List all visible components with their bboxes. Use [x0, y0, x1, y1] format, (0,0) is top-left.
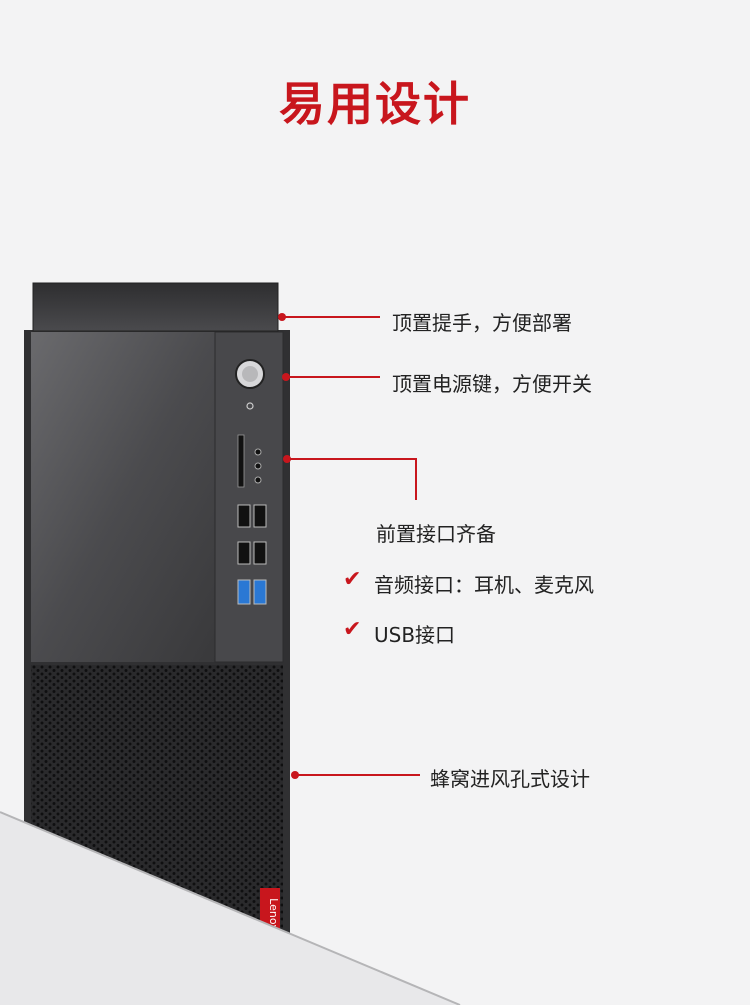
power-button-inner	[242, 366, 258, 382]
top-handle	[32, 282, 279, 332]
audio-jack-icon	[254, 476, 262, 484]
page-title: 易用设计	[279, 77, 471, 131]
check-icon: ✔	[343, 567, 362, 592]
callout-usb: USB接口	[374, 623, 456, 647]
callout-ports: 前置接口齐备	[376, 522, 496, 546]
microphone-jack-icon	[254, 462, 262, 470]
floor-edge	[0, 811, 461, 1005]
front-panel	[31, 332, 215, 662]
callout-power: 顶置电源键，方便开关	[392, 372, 592, 396]
callout-audio: 音频接口：耳机、麦克风	[374, 573, 594, 597]
callout-handle: 顶置提手，方便部署	[392, 311, 572, 335]
headphone-jack-icon	[254, 448, 262, 456]
callout-dots	[278, 313, 299, 779]
check-icon: ✔	[343, 617, 362, 642]
usb-ports	[237, 504, 267, 605]
callout-vent: 蜂窝进风孔式设计	[430, 767, 590, 791]
card-reader-slot	[237, 434, 245, 488]
hdd-led-icon	[246, 402, 254, 410]
callout-lines	[282, 316, 420, 776]
